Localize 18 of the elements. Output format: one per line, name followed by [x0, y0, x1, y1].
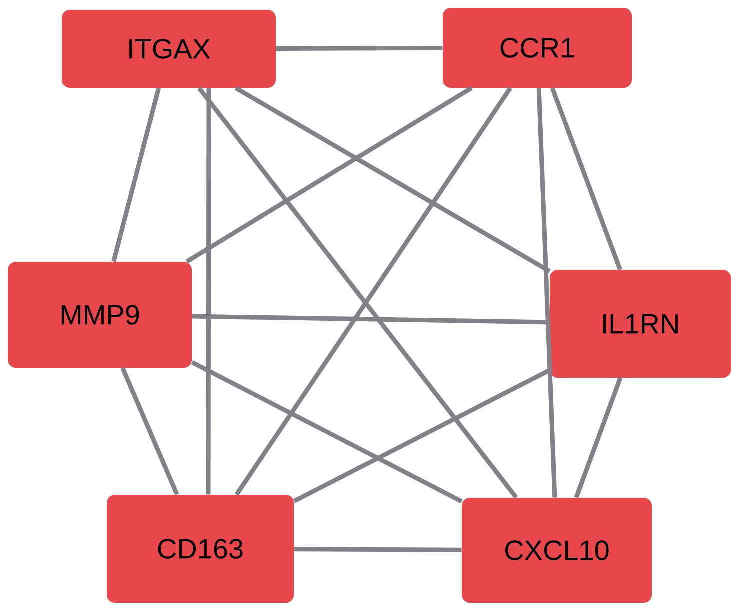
connector-line [191, 360, 463, 504]
gene-box: ITGAX [62, 10, 276, 88]
gene-box: MMP9 [8, 262, 192, 368]
connector-line [294, 547, 462, 552]
connector-line [206, 88, 212, 495]
connector-line [550, 87, 622, 271]
connector-line [276, 46, 443, 51]
connector-line [120, 367, 180, 496]
gene-box: CXCL10 [462, 498, 652, 603]
connector-line [112, 88, 162, 262]
connector-line [536, 88, 558, 498]
gene-box: CD163 [107, 494, 294, 603]
connector-line [293, 368, 551, 504]
connector-line [186, 86, 473, 264]
connector-line [574, 377, 623, 499]
connector-line [234, 86, 551, 274]
gene-box: CCR1 [443, 8, 632, 88]
gene-box: IL1RN [550, 270, 731, 378]
